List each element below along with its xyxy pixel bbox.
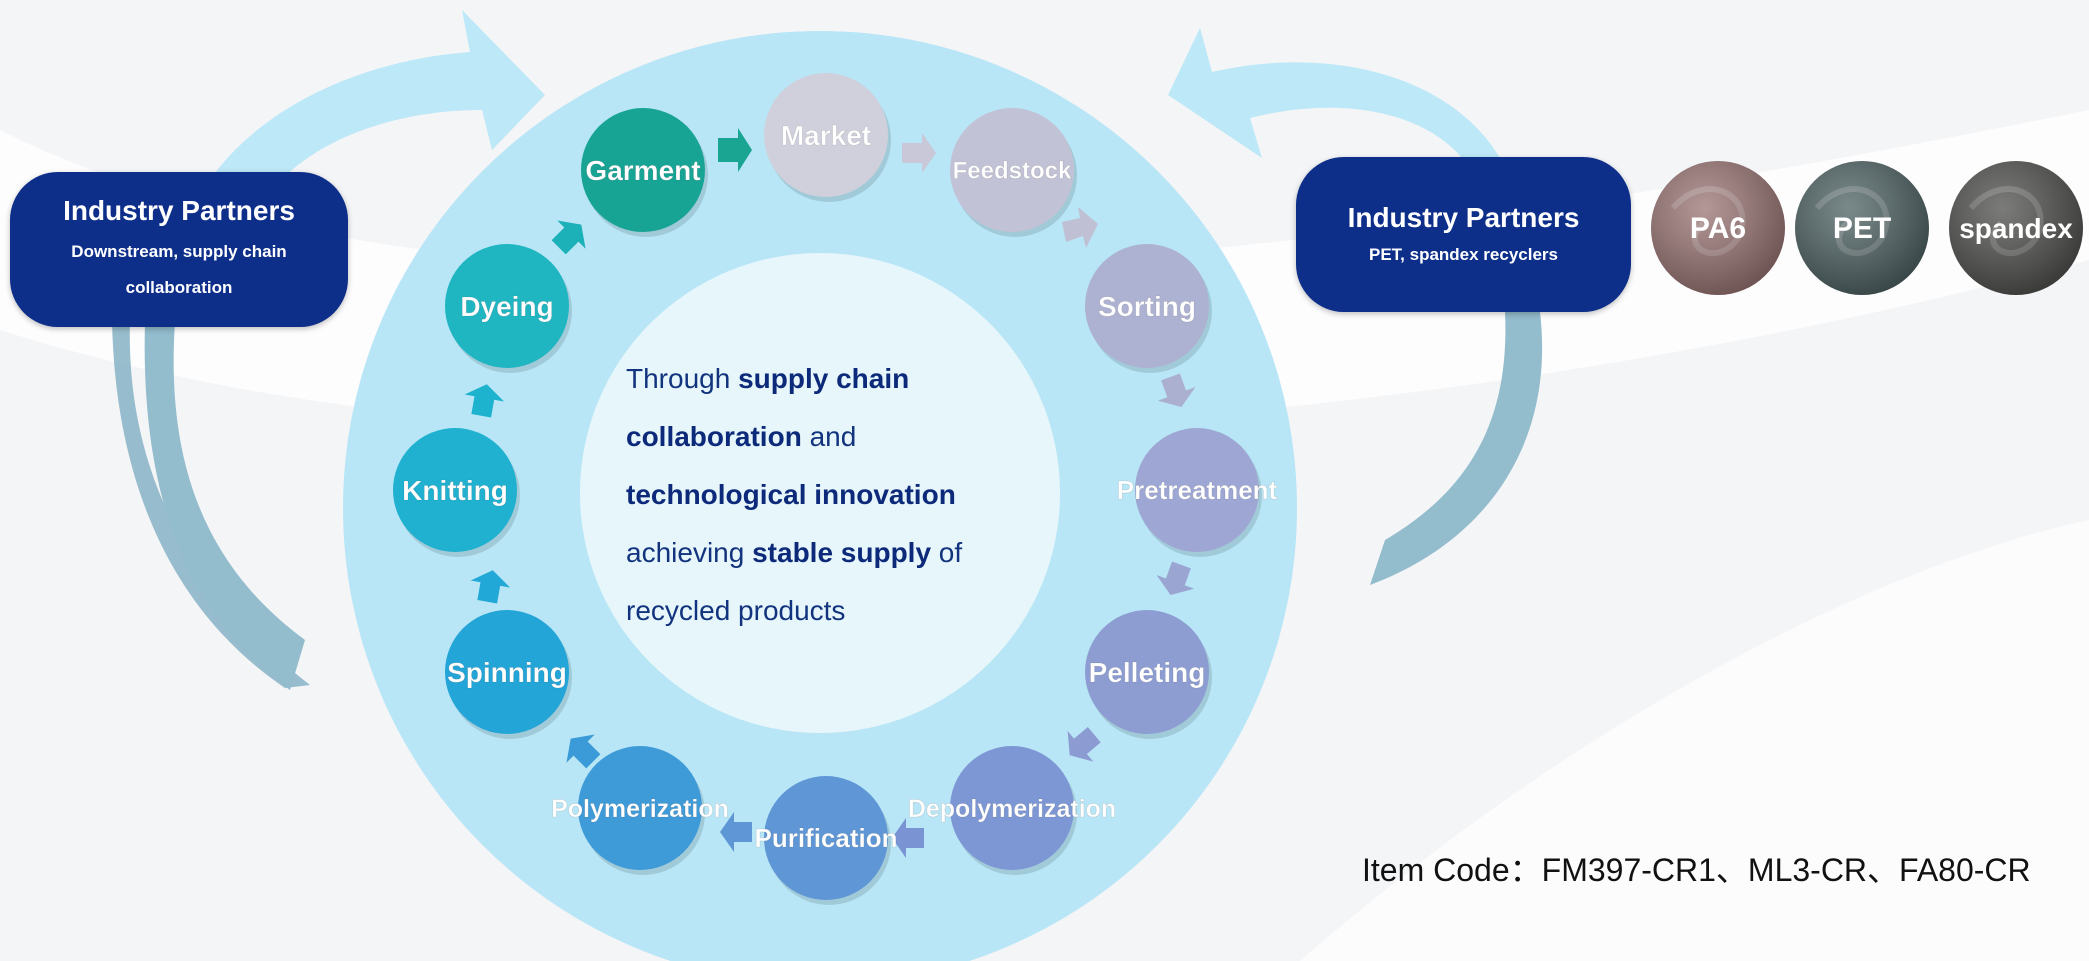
stage-label: Pretreatment — [1117, 475, 1278, 505]
arrow-dyeing-garment — [551, 220, 586, 255]
arrow-market-feedstock — [902, 133, 936, 173]
stage-label: Market — [781, 120, 871, 151]
stage-circle — [764, 776, 888, 900]
arrow-purification-polymerization — [720, 812, 752, 852]
left-cycle-arrow-bottom-body — [144, 322, 305, 690]
fabric-label: PET — [1833, 212, 1891, 245]
item-code-label: Item Code： — [1362, 852, 1542, 888]
stage-feedstock: Feedstock — [950, 108, 1077, 237]
stage-market: Market — [764, 73, 891, 202]
stage-label: Pelleting — [1089, 657, 1206, 688]
stage-knitting: Knitting — [393, 428, 520, 557]
stage-circle — [1085, 610, 1209, 734]
stage-purification: Purification — [754, 776, 898, 905]
arrow-pretreatment-pelleting — [1156, 561, 1195, 596]
stage-sorting: Sorting — [1085, 244, 1212, 373]
stage-circle — [581, 108, 705, 232]
fabric-label: spandex — [1959, 213, 2073, 244]
background-swoosh — [1300, 520, 2089, 961]
center-statement: Through supply chain collaboration and t… — [626, 350, 1026, 640]
partner-right-title: Industry Partners — [1347, 201, 1580, 233]
arrow-polymerization-spinning — [566, 734, 601, 769]
center-text-part: and — [801, 421, 857, 452]
stage-circle — [445, 610, 569, 734]
stage-label: Sorting — [1098, 291, 1196, 322]
right-cycle-arrow-top — [1168, 28, 1500, 168]
stage-label: Garment — [585, 155, 700, 186]
stage-circle — [445, 244, 569, 368]
center-text-emphasis: technological innovation — [626, 479, 956, 510]
stage-circle — [764, 73, 888, 197]
stage-circle — [1135, 428, 1259, 552]
arrow-garment-market — [718, 128, 752, 172]
stage-depolymerization: Depolymerization — [908, 746, 1116, 875]
partner-right-subtitle: PET, spandex recyclers — [1368, 244, 1558, 264]
center-text-part: achieving — [626, 537, 753, 568]
item-code-values: FM397-CR1、ML3-CR、FA80-CR — [1541, 852, 2031, 888]
fabric-swatch-shading — [1651, 161, 1785, 295]
stage-spinning: Spinning — [445, 610, 572, 739]
fabric-swatches: PA6 PET spandex — [1651, 161, 2083, 295]
center-text-part: of recycled products — [626, 537, 963, 626]
stage-label: Purification — [754, 823, 897, 853]
stage-label: Dyeing — [460, 291, 553, 322]
item-code-line: Item Code：FM397-CR1、ML3-CR、FA80-CR — [1362, 845, 2031, 891]
stage-label: Depolymerization — [908, 795, 1116, 823]
industry-partners-recyclers-box: Industry Partners PET, spandex recyclers — [1296, 157, 1631, 312]
arrow-sorting-pretreatment — [1157, 373, 1196, 408]
center-text-part: Through — [626, 363, 739, 394]
industry-partners-downstream-box: Industry Partners Downstream, supply cha… — [10, 172, 348, 327]
connector-arrows — [464, 128, 1196, 858]
fabric-swatch-pet: PET — [1795, 161, 1929, 295]
fabric-swatch-shading — [1795, 161, 1929, 295]
stage-label: Spinning — [447, 657, 567, 688]
fabric-swatch-spandex: spandex — [1949, 161, 2083, 295]
arrow-spinning-knitting — [470, 570, 511, 604]
arrow-knitting-dyeing — [464, 384, 505, 418]
stage-polymerization: Polymerization — [551, 746, 729, 875]
arrow-depoly-purification — [892, 818, 924, 858]
stage-circles: MarketFeedstockSortingPretreatmentPellet… — [393, 73, 1278, 905]
arrow-pelleting-depoly — [1067, 727, 1101, 762]
fabric-swatch-shading — [1949, 161, 2083, 295]
stage-label: Knitting — [402, 475, 508, 506]
left-cycle-arrow-bottom — [112, 320, 310, 688]
fabric-label: PA6 — [1690, 212, 1746, 245]
stage-circle — [1085, 244, 1209, 368]
right-cycle-arrow-bottom — [1370, 312, 1543, 585]
stage-label: Polymerization — [551, 795, 729, 823]
stage-dyeing: Dyeing — [445, 244, 572, 373]
stage-label: Feedstock — [953, 157, 1072, 184]
stage-circle — [578, 746, 702, 870]
inner-circle — [580, 253, 1060, 733]
stage-garment: Garment — [581, 108, 708, 237]
partner-left-subtitle: Downstream, supply chain collaboration — [71, 241, 287, 297]
stage-pelleting: Pelleting — [1085, 610, 1212, 739]
stage-circle — [393, 428, 517, 552]
partner-left-title: Industry Partners — [63, 194, 295, 226]
left-cycle-arrow-top — [200, 10, 545, 212]
stage-circle — [950, 108, 1074, 232]
center-text-emphasis: stable supply — [752, 537, 932, 568]
fabric-swatch-pa6: PA6 — [1651, 161, 1785, 295]
stage-pretreatment: Pretreatment — [1116, 428, 1278, 557]
stage-circle — [950, 746, 1074, 870]
center-text-emphasis: supply chain collaboration — [626, 363, 910, 452]
arrow-feedstock-sorting — [1062, 207, 1098, 248]
